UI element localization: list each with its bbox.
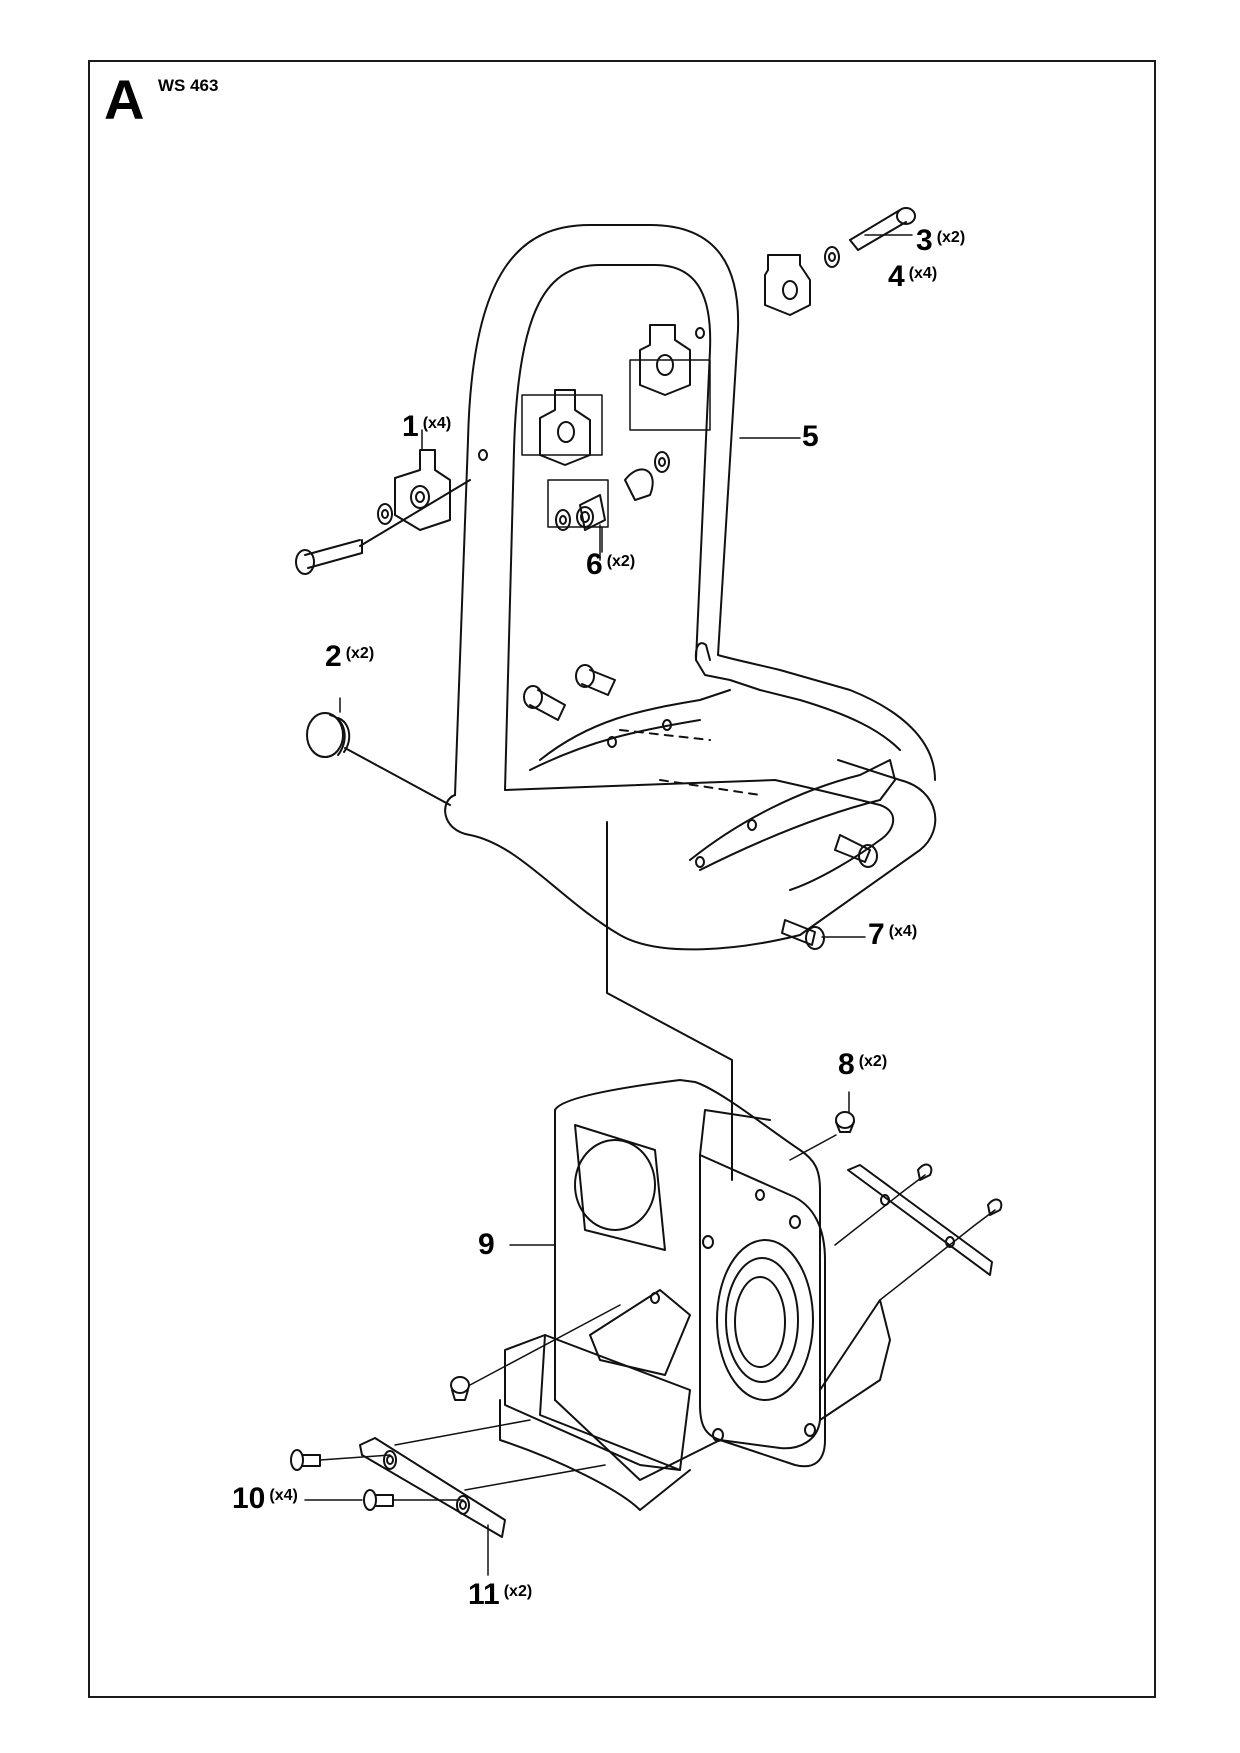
cap-nut [624,468,654,501]
flat-screw [363,1464,606,1511]
housing-screw [450,1304,621,1401]
washer [555,509,571,531]
cap-screw [575,664,616,696]
callout-6: 6(x2) [586,548,636,581]
clamp-block [521,389,603,466]
callout-7: 7(x4) [868,918,918,951]
washer [824,246,840,268]
callout-8: 8(x2) [838,1048,888,1081]
long-bolt [295,479,471,575]
cap-screw [834,834,878,868]
clamp-block [764,254,811,316]
callout-9: 9 [478,1228,495,1261]
clamp-block [629,324,711,431]
callout-3: 3(x2) [916,224,966,257]
callout-4: 4(x4) [888,260,938,293]
clamp-block [394,449,451,531]
callout-5: 5 [802,420,819,453]
page-frame [88,60,1156,1698]
washer [377,503,393,525]
flat-screw [290,1419,531,1471]
handle-frame [444,224,937,1181]
long-bolt [849,207,916,251]
washer [654,451,670,473]
model-label: WS 463 [158,76,219,95]
set-screw [789,1111,855,1161]
callout-11: 11(x2) [468,1578,533,1611]
callout-1: 1(x4) [402,410,452,443]
end-plug [306,712,451,806]
cap-nut [576,494,606,531]
callout-2: 2(x2) [325,640,375,673]
cap-screw [523,685,566,721]
frame-holes [478,327,757,868]
section-letter: A [104,68,145,131]
left-strip [359,1437,506,1538]
callout-10: 10(x4) [232,1482,298,1515]
gear-housing [499,1079,891,1511]
cap-screw [781,919,825,950]
leader-lines [304,234,913,1576]
right-strip [834,1163,1003,1301]
